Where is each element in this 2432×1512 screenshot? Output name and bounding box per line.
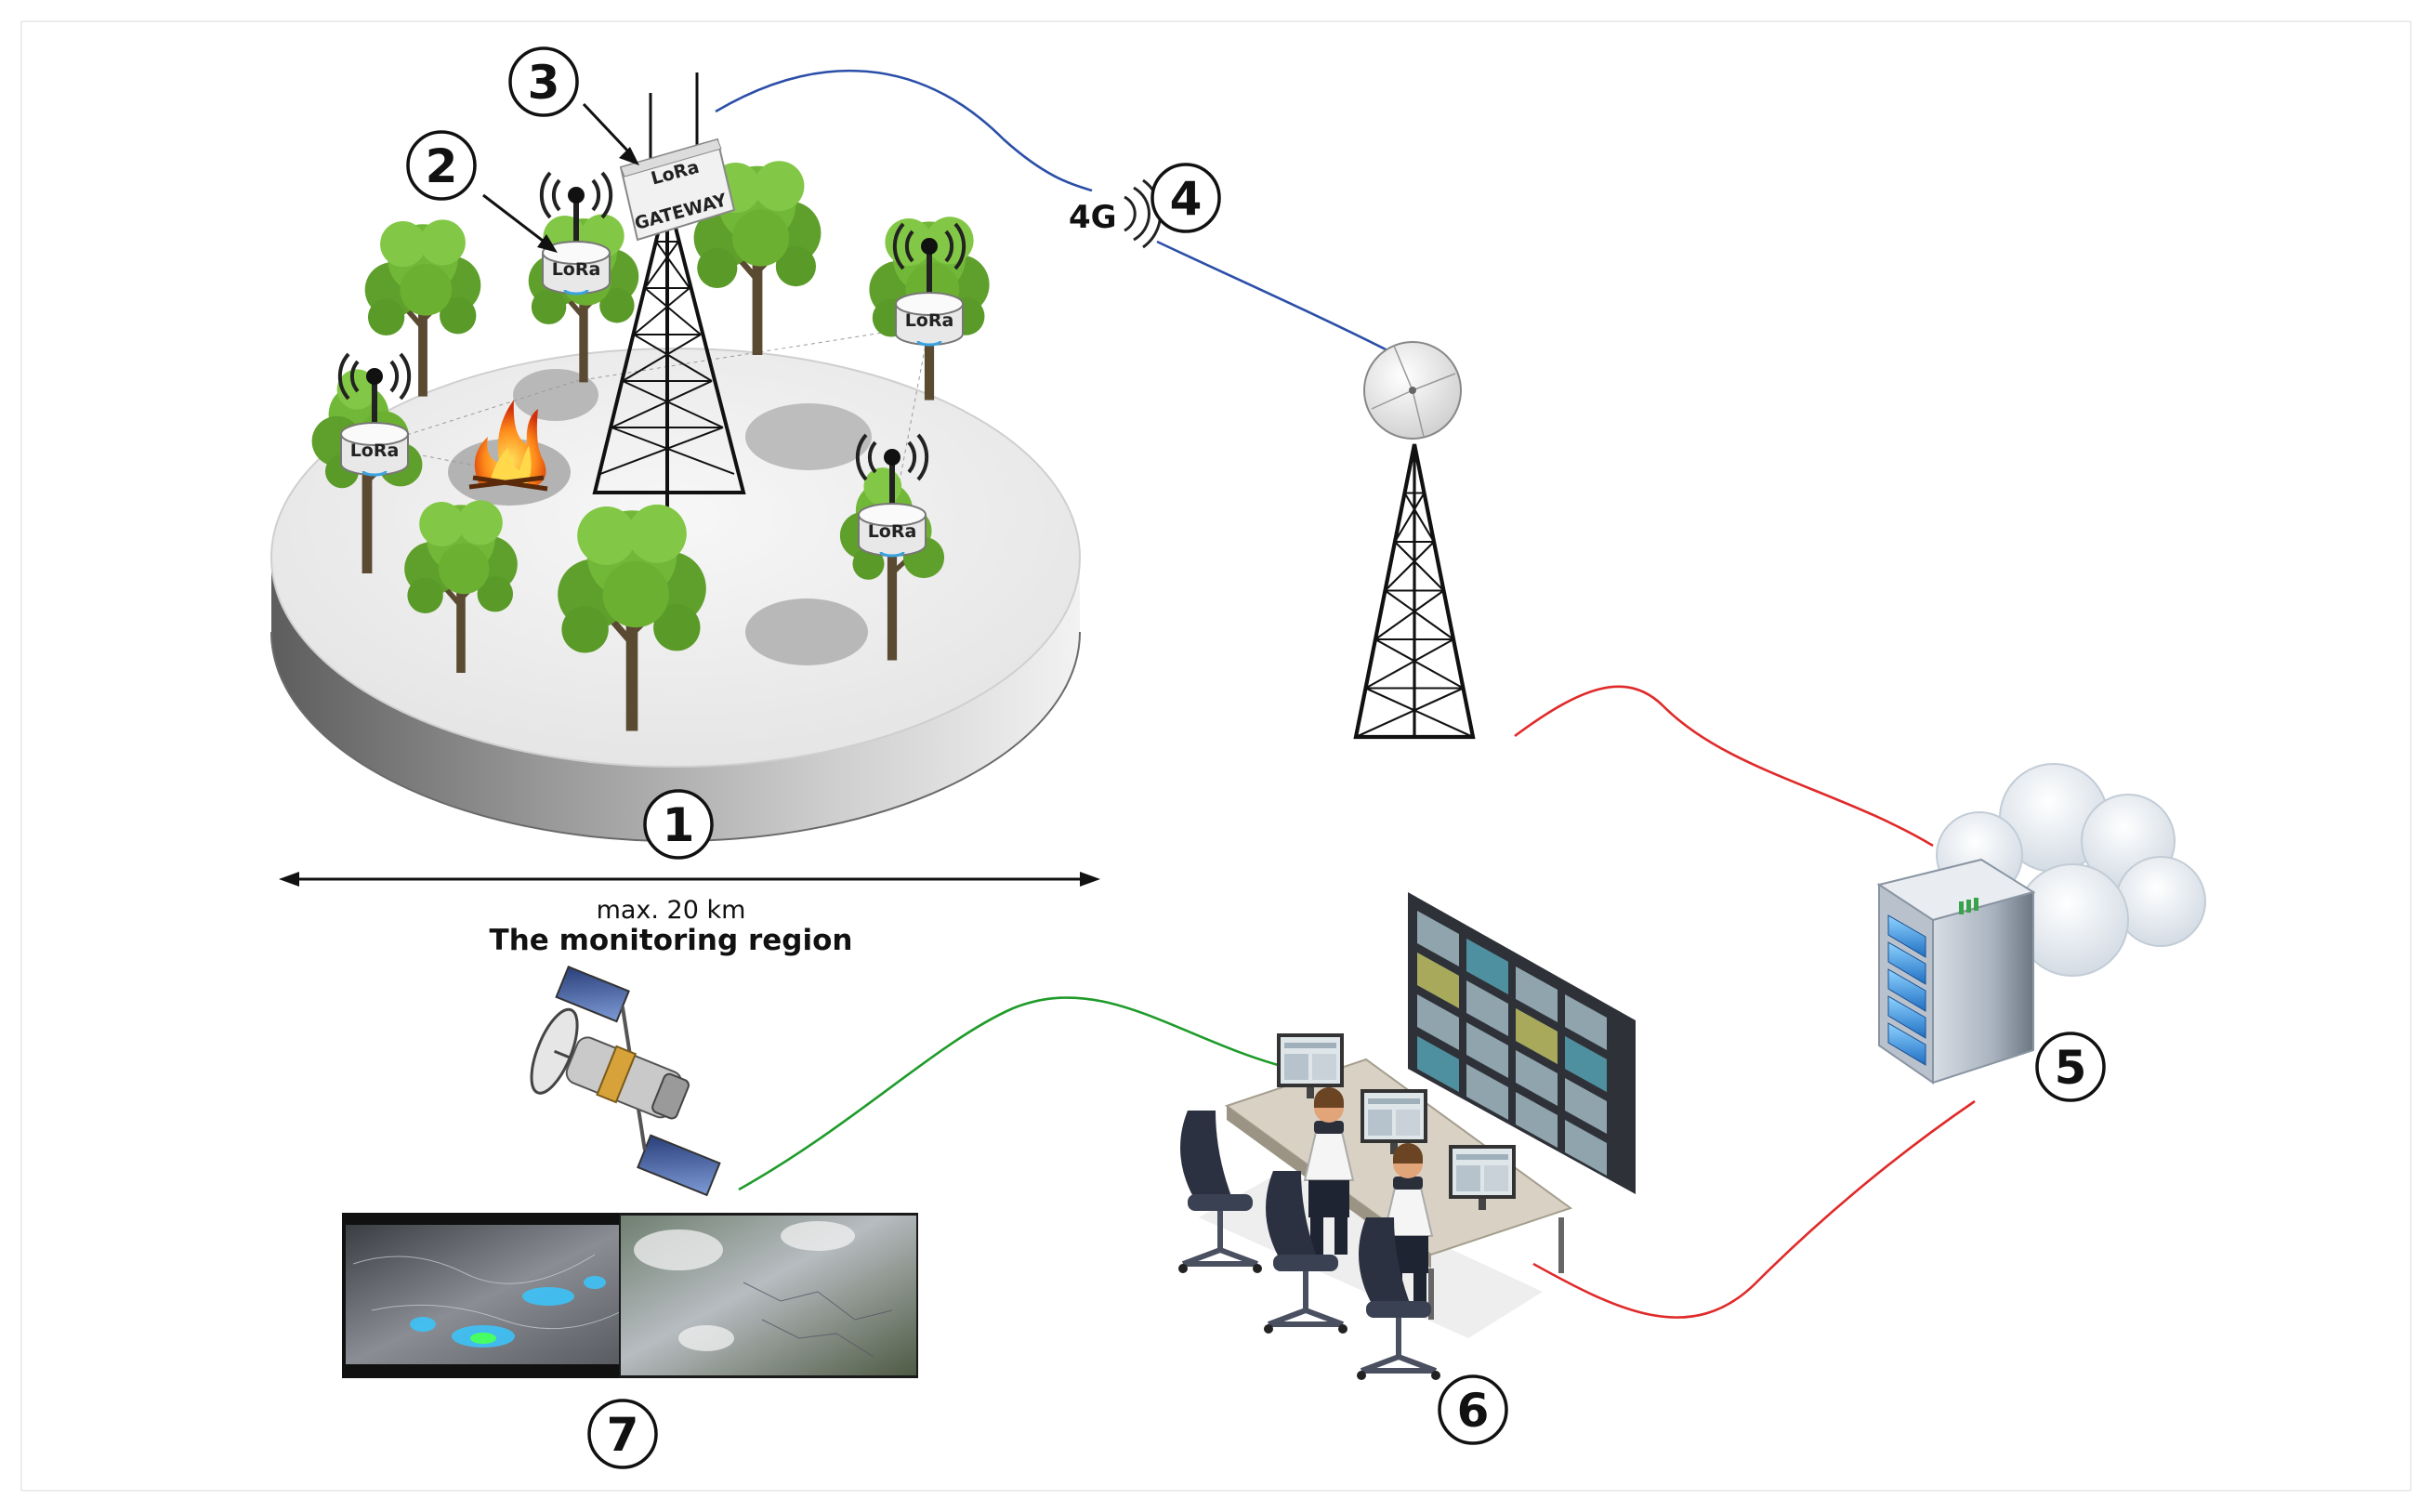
link-cloud-to-control-room (1532, 1099, 1976, 1319)
svg-text:LoRa: LoRa (868, 521, 917, 542)
svg-text:7: 7 (607, 1408, 639, 1462)
fire-icon (468, 400, 548, 492)
marker-pointer (582, 102, 632, 155)
svg-text:4: 4 (1170, 172, 1203, 226)
distance-label: max. 20 km (597, 896, 746, 925)
svg-text:3: 3 (528, 56, 560, 110)
network-label: 4G (1069, 199, 1117, 236)
lora-node-icon: LoRa (895, 224, 964, 345)
tree-icon (365, 219, 481, 396)
svg-text:1: 1 (663, 798, 695, 852)
region-label: The monitoring region (490, 924, 853, 957)
weather-map-image (619, 1213, 918, 1378)
marker-4: 4 (1150, 163, 1221, 233)
distance-arrow (279, 872, 1100, 887)
server-icon (1876, 858, 2036, 1085)
link-satellite-to-control-room (738, 996, 1293, 1191)
link-gateway-to-4g (715, 69, 1093, 192)
dish-tower-icon (1356, 341, 1473, 737)
lora-node-icon: LoRa (542, 173, 611, 294)
satellite-icon (530, 966, 721, 1197)
lora-node-icon: LoRa (858, 435, 927, 556)
weather-satellite-image (342, 1213, 641, 1378)
marker-2: 2 (406, 130, 477, 201)
link-tower-to-cloud (1514, 685, 1934, 848)
coverage-spot (745, 598, 868, 665)
marker-pointer (619, 147, 639, 165)
marker-7: 7 (587, 1399, 658, 1469)
svg-text:2: 2 (426, 139, 458, 193)
marker-pointer (482, 193, 547, 245)
gateway-tower-icon (592, 194, 746, 525)
control-room-icon (1178, 892, 1636, 1380)
lora-node-icon: LoRa (340, 354, 409, 475)
gateway-icon: LoRa GATEWAY (619, 72, 736, 242)
coverage-spot (745, 403, 872, 470)
marker-pointer (537, 234, 558, 253)
link-4g-to-dish (1156, 240, 1390, 353)
svg-text:5: 5 (2055, 1041, 2087, 1095)
marker-3: 3 (508, 46, 579, 117)
svg-text:LoRa: LoRa (905, 310, 954, 331)
svg-text:LoRa: LoRa (350, 440, 400, 461)
svg-text:6: 6 (1457, 1384, 1490, 1438)
svg-text:LoRa: LoRa (552, 259, 601, 280)
marker-5: 5 (2035, 1032, 2106, 1102)
marker-1: 1 (643, 789, 714, 860)
coverage-spot (513, 369, 598, 421)
diagram-frame (20, 20, 2412, 1492)
marker-6: 6 (1438, 1374, 1508, 1445)
